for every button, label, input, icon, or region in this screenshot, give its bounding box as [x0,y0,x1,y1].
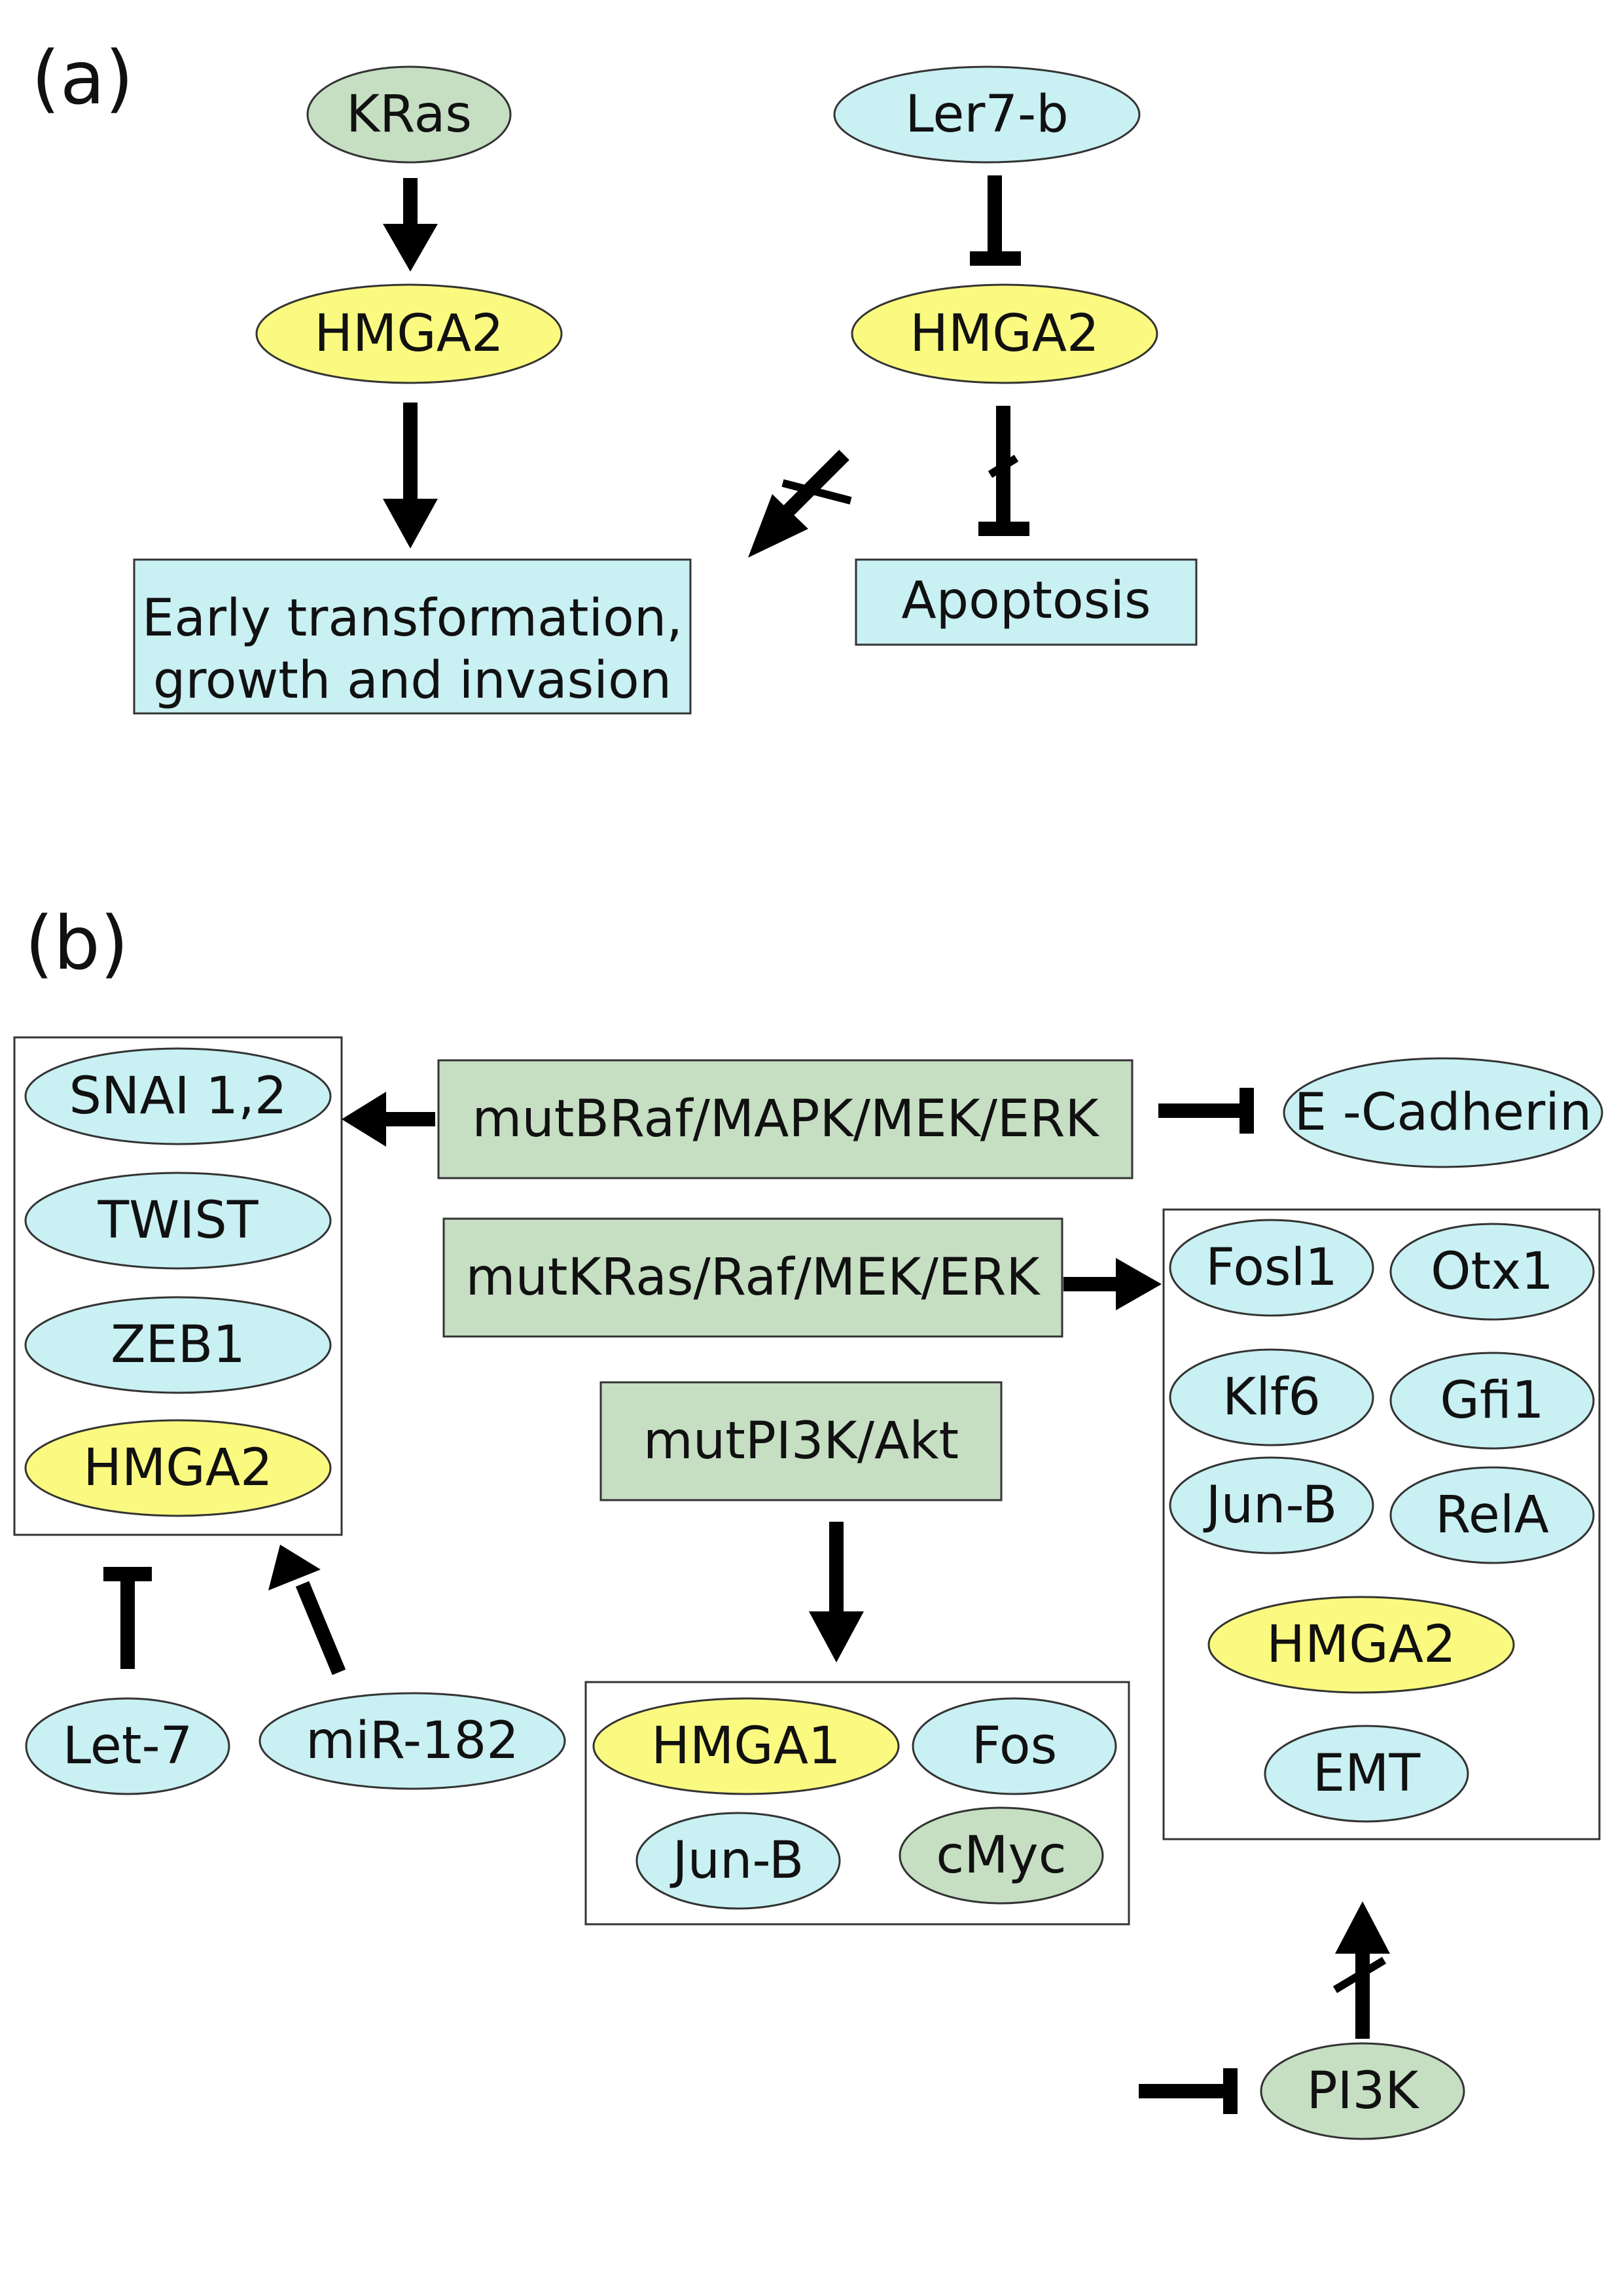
node-mir182: miR-182 [259,1692,566,1790]
node-ecadherin-label: E -Cadherin [1294,1083,1592,1142]
edge-pi3k-to-targets-blocked [1332,1901,1390,2039]
node-kras-pathway: mutKRas/Raf/MEK/ERK [442,1217,1063,1338]
edge-apoptosis-to-early-transformation-blocked [748,450,852,558]
node-hmga2-right-group-label: HMGA2 [1266,1615,1455,1674]
panel-b-label: (b) [25,901,128,986]
node-hmga2-right-label: HMGA2 [910,304,1099,363]
node-braf-pathway: mutBRaf/MAPK/MEK/ERK [437,1059,1133,1179]
node-pi3k-pathway-label: mutPI3K/Akt [643,1412,959,1471]
node-junb-right-label: Jun-B [1203,1476,1338,1535]
node-otx1: Otx1 [1389,1223,1595,1321]
node-fos: Fos [912,1697,1117,1795]
early-transformation-line2: growth and invasion [153,651,671,710]
node-hmga2-left-group-label: HMGA2 [83,1439,272,1498]
edge-kras-to-hmga2 [383,178,438,272]
node-otx1-label: Otx1 [1431,1242,1554,1301]
node-let7-label: Let-7 [63,1717,192,1776]
node-hmga2-left: HMGA2 [255,283,563,384]
node-junb-bottom: Jun-B [635,1812,841,1910]
node-pi3k-pathway: mutPI3K/Akt [599,1381,1003,1501]
node-kras-pathway-label: mutKRas/Raf/MEK/ERK [465,1248,1041,1307]
node-hmga2-right-group: HMGA2 [1207,1596,1515,1694]
node-zeb1: ZEB1 [24,1296,332,1394]
node-pi3k: PI3K [1260,2042,1465,2140]
group-emt-tfs: SNAI 1,2 TWIST ZEB1 HMGA2 [13,1036,343,1536]
node-fos-label: Fos [972,1717,1057,1776]
panel-a-label: (a) [31,36,134,121]
node-hmga1: HMGA1 [592,1697,900,1795]
node-zeb1-label: ZEB1 [111,1316,245,1374]
node-braf-pathway-label: mutBRaf/MAPK/MEK/ERK [472,1090,1099,1149]
node-gfi1-label: Gfi1 [1440,1371,1544,1430]
edge-let7-inhibits-emt-tfs [103,1567,152,1669]
node-rela-label: RelA [1435,1486,1549,1545]
node-snai12: SNAI 1,2 [24,1047,332,1145]
edge-hmga2-inhibits-apoptosis-blocked [978,406,1029,536]
node-fosl1-label: Fosl1 [1205,1238,1338,1297]
edge-hmga2-to-early-transformation [383,403,438,548]
node-fosl1: Fosl1 [1169,1219,1374,1317]
block-mark [988,454,1019,478]
node-let7: Let-7 [25,1697,230,1795]
node-kras: KRas [306,65,512,164]
node-emt-label: EMT [1313,1744,1421,1803]
node-klf6-label: Klf6 [1222,1368,1321,1427]
edge-kras-to-targets [1063,1258,1162,1310]
node-apoptosis-label: Apoptosis [901,571,1150,630]
edge-mir182-to-emt-tfs [268,1545,346,1676]
node-ler7b: Ler7-b [833,65,1141,164]
group-kras-targets: Fosl1 Otx1 Klf6 Gfi1 Jun-B RelA HMGA2 E [1162,1208,1601,1840]
node-apoptosis: Apoptosis [855,558,1198,646]
node-klf6: Klf6 [1169,1348,1374,1446]
node-junb-right: Jun-B [1169,1456,1374,1554]
node-hmga1-label: HMGA1 [651,1717,840,1776]
block-mark [1332,1956,1387,1994]
node-kras-label: KRas [346,85,472,144]
node-junb-bottom-label: Jun-B [669,1831,804,1890]
node-emt: EMT [1264,1725,1469,1823]
node-snai12-label: SNAI 1,2 [69,1067,287,1126]
node-cmyc: cMyc [899,1806,1104,1905]
node-twist: TWIST [24,1172,332,1270]
block-mark [781,479,852,505]
node-ler7b-label: Ler7-b [905,85,1068,144]
node-twist-label: TWIST [98,1191,259,1250]
node-pi3k-label: PI3K [1307,2062,1420,2121]
node-rela: RelA [1389,1466,1595,1564]
edge-braf-inhibits-ecadherin [1158,1088,1254,1134]
edge-pi3k-pathway-to-targets [809,1522,864,1662]
node-hmga2-left-group: HMGA2 [24,1419,332,1517]
node-gfi1: Gfi1 [1389,1352,1595,1450]
node-hmga2-right: HMGA2 [851,283,1158,384]
node-ecadherin: E -Cadherin [1283,1057,1603,1168]
node-hmga2-left-label: HMGA2 [314,304,503,363]
node-cmyc-label: cMyc [936,1826,1066,1885]
edge-inhibits-pi3k [1139,2068,1238,2114]
node-early-transformation: Early transformation, growth and invasio… [133,558,692,715]
node-mir182-label: miR-182 [306,1712,519,1770]
group-pi3k-targets: HMGA1 Fos Jun-B cMyc [584,1681,1130,1926]
edge-braf-to-emt-tfs [342,1092,435,1147]
edge-ler7b-inhibits-hmga2 [970,175,1021,266]
early-transformation-line1: Early transformation, [142,589,683,648]
